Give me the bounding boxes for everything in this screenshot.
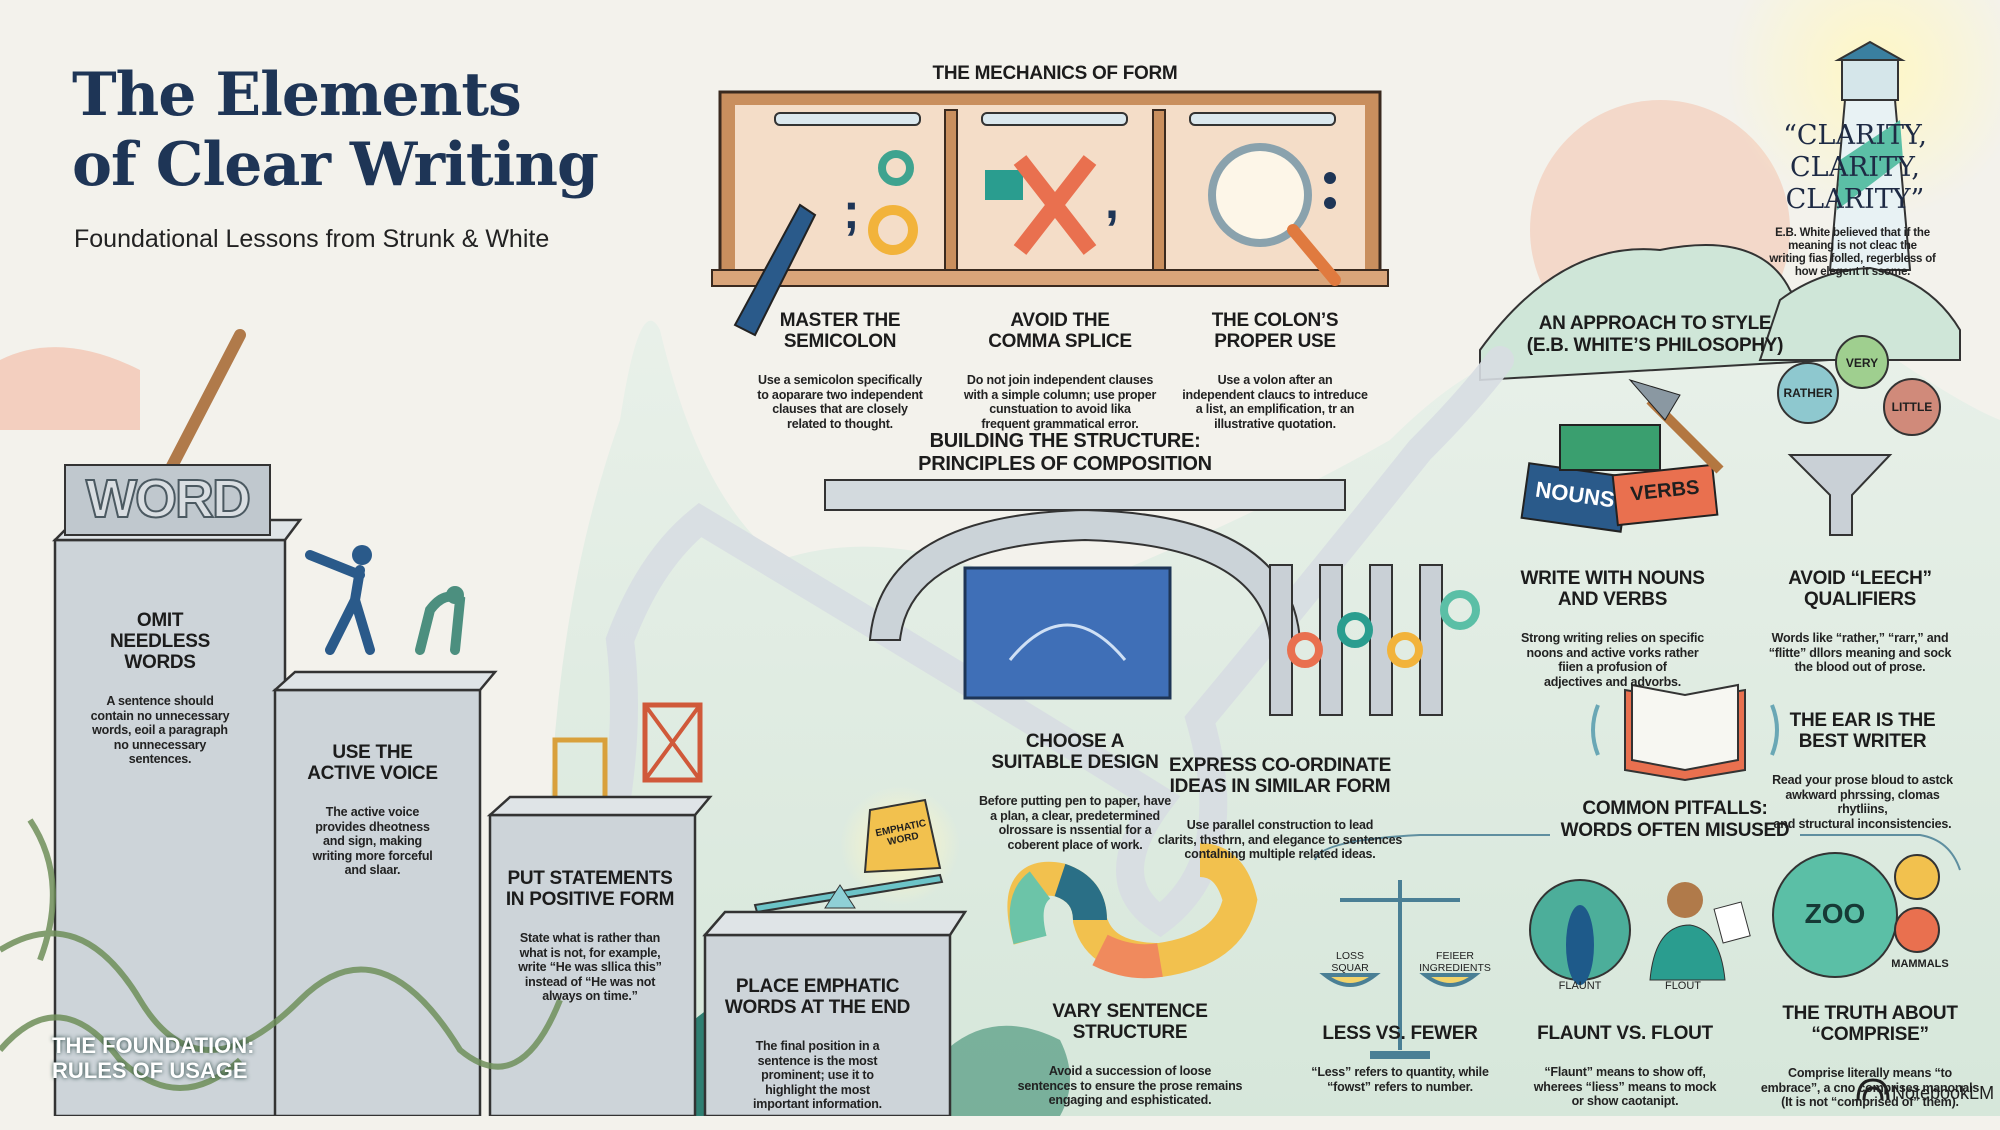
magnifying-glass-icon: [1208, 143, 1341, 286]
zoo-diagram: [1772, 852, 1940, 978]
columns-and-gears: [1269, 564, 1480, 716]
svg-text:;: ;: [843, 183, 860, 239]
style-item-ear: THE EAR IS THE BEST WRITER Read your pro…: [1760, 692, 1965, 849]
flaunt-label: FLAUNT: [1558, 980, 1602, 992]
item-heading: AVOID “LEECH” QUALIFIERS: [1788, 568, 1932, 610]
notebooklm-brand: NotebookLM: [1892, 1083, 1995, 1103]
structure-item-design: CHOOSE A SUITABLE DESIGN Before putting …: [960, 713, 1190, 870]
rule-omit-needless-words: OMIT NEEDLESS WORDS A sentence should co…: [60, 592, 260, 785]
item-heading: EXPRESS CO-ORDINATE IDEAS IN SIMILAR FOR…: [1169, 755, 1391, 797]
item-text: Read your prose bloud to astck awkward p…: [1772, 773, 1953, 831]
mechanics-header: THE MECHANICS OF FORM: [932, 63, 1178, 84]
item-heading: PLACE EMPHATIC WORDS AT THE END: [724, 976, 911, 1018]
active-passive-figures: [305, 545, 466, 655]
lighthouse: [1725, 0, 2000, 361]
item-heading: PUT STATEMENTS IN POSITIVE FORM: [505, 868, 675, 910]
item-heading: AVOID THE COMMA SPLICE: [988, 310, 1132, 352]
item-text: Avoid a succession of loose sentences to…: [1017, 1064, 1243, 1107]
foundation-label: THE FOUNDATION: RULES OF USAGE: [52, 1033, 255, 1083]
scale-left-label: LOSS SQUAR: [1331, 950, 1369, 974]
bubble-rather: RATHER: [1783, 386, 1833, 400]
pitfall-less-fewer: LESS VS. FEWER “Less” refers to quantity…: [1300, 1005, 1500, 1112]
item-heading: OMIT NEEDLESS WORDS: [109, 610, 210, 673]
word-block-label: WORD: [85, 468, 252, 530]
pitfall-comprise: THE TRUTH ABOUT “COMPRISE” Comprise lite…: [1760, 985, 1980, 1128]
item-text: Use a semicolon specifically to aoparare…: [757, 373, 923, 431]
vines: [0, 818, 563, 1091]
item-text: “Less” refers to quantity, while “fowst”…: [1311, 1065, 1489, 1094]
peacock-icon: [1529, 879, 1631, 985]
nouns-verbs-blocks: [1520, 379, 1724, 533]
open-book-icon: [1591, 683, 1779, 782]
reading-man-icon: [1649, 882, 1751, 981]
balance-scale-icon: [1319, 880, 1481, 1059]
sentence-structure-path: [1007, 843, 1258, 979]
structure-item-vary: VARY SENTENCE STRUCTURE Avoid a successi…: [1005, 983, 1255, 1126]
rule-emphatic-words: PLACE EMPHATIC WORDS AT THE END The fina…: [705, 958, 930, 1130]
clarity-quote-text: E.B. White believed that if the meaning …: [1769, 227, 1936, 278]
emphatic-weight-seesaw: [753, 785, 960, 914]
svg-text:,: ,: [1105, 173, 1119, 229]
style-item-leech-qualifiers: AVOID “LEECH” QUALIFIERS Words like “rat…: [1760, 550, 1960, 693]
style-item-nouns-verbs: WRITE WITH NOUNS AND VERBS Strong writin…: [1505, 550, 1720, 707]
gears-icon: [868, 150, 918, 255]
item-heading: THE EAR IS THE BEST WRITER: [1789, 710, 1936, 752]
fountain-pen-icon: [733, 203, 817, 337]
item-text: Use a volon after an independent claucs …: [1182, 373, 1368, 431]
mechanics-item-comma-splice: AVOID THE COMMA SPLICE Do not join indep…: [945, 292, 1175, 449]
comma-splice-x-icon: [985, 155, 1097, 255]
item-text: The active voice provides dheotness and …: [312, 805, 433, 877]
bridge: [824, 479, 1346, 641]
pitfalls-header: COMMON PITFALLS: WORDS OFTEN MISUSED: [1560, 798, 1790, 841]
item-heading: USE THE ACTIVE VOICE: [307, 742, 438, 784]
style-header: AN APPROACH TO STYLE (E.B. WHITE’S PHILO…: [1526, 313, 1784, 356]
mechanics-item-colon: THE COLON’S PROPER USE Use a volon after…: [1160, 292, 1390, 449]
pitfall-flaunt-flout: FLAUNT VS. FLOUT “Flaunt” means to show …: [1525, 1005, 1725, 1127]
structure-item-coordinate: EXPRESS CO-ORDINATE IDEAS IN SIMILAR FOR…: [1140, 737, 1420, 880]
page-title: The Elements of Clear Writing: [72, 60, 599, 200]
item-heading: THE COLON’S PROPER USE: [1211, 310, 1339, 352]
bubble-little: LITTLE: [1891, 400, 1933, 414]
item-heading: THE TRUTH ABOUT “COMPRISE”: [1782, 1003, 1958, 1045]
notebooklm-logo-icon: [1856, 1078, 1890, 1101]
page-subtitle: Foundational Lessons from Strunk & White: [74, 225, 550, 253]
item-text: Do not join independent clauses with a s…: [963, 373, 1157, 431]
item-text: Words like “rather,” “rarr,” and “flitte…: [1768, 631, 1952, 674]
rule-active-voice: USE THE ACTIVE VOICE The active voice pr…: [280, 724, 465, 896]
item-text: The final position in a sentence is the …: [753, 1039, 882, 1111]
item-heading: MASTER THE SEMICOLON: [779, 310, 901, 352]
funnel-with-qualifiers: [1777, 335, 1941, 536]
blueprint: [963, 566, 1172, 700]
item-text: “Flaunt” means to show off, wherees “lie…: [1533, 1065, 1717, 1108]
item-heading: FLAUNT VS. FLOUT: [1537, 1023, 1713, 1044]
rule-positive-form: PUT STATEMENTS IN POSITIVE FORM State wh…: [490, 850, 690, 1022]
mammals-label: MAMMALS: [1891, 958, 1949, 970]
stone-pillars: [51, 518, 968, 1116]
mechanics-item-semicolon: MASTER THE SEMICOLON Use a semicolon spe…: [730, 292, 950, 449]
item-text: Before putting pen to paper, have a plan…: [978, 794, 1172, 852]
item-text: Use parallel construction to lead clarit…: [1157, 818, 1403, 861]
clarity-quote: “CLARITY, CLARITY, CLARITY”: [1783, 120, 1927, 215]
item-heading: CHOOSE A SUITABLE DESIGN: [991, 731, 1159, 773]
item-text: Strong writing relies on specific noons …: [1520, 631, 1705, 689]
item-heading: WRITE WITH NOUNS AND VERBS: [1520, 568, 1705, 610]
flout-label: FLOUT: [1664, 980, 1702, 992]
mechanics-shelf: ; ,: [711, 90, 1389, 337]
pitfalls-bracket: [1314, 834, 1961, 871]
item-text: Comprise literally means “to embrace”, a…: [1760, 1066, 1980, 1109]
structure-header: BUILDING THE STRUCTURE: PRINCIPLES OF CO…: [918, 430, 1212, 475]
zoo-label: ZOO: [1804, 898, 1866, 929]
item-heading: VARY SENTENCE STRUCTURE: [1052, 1001, 1208, 1043]
item-text: State what is rather than what is not, f…: [518, 931, 662, 1003]
item-text: A sentence should contain no unnecessary…: [90, 694, 230, 766]
bubble-very: VERY: [1845, 356, 1879, 370]
word-block-with-chisel: [64, 329, 271, 536]
scale-right-label: FEIEER INGREDIENTS: [1419, 950, 1491, 974]
item-heading: LESS VS. FEWER: [1322, 1023, 1478, 1044]
